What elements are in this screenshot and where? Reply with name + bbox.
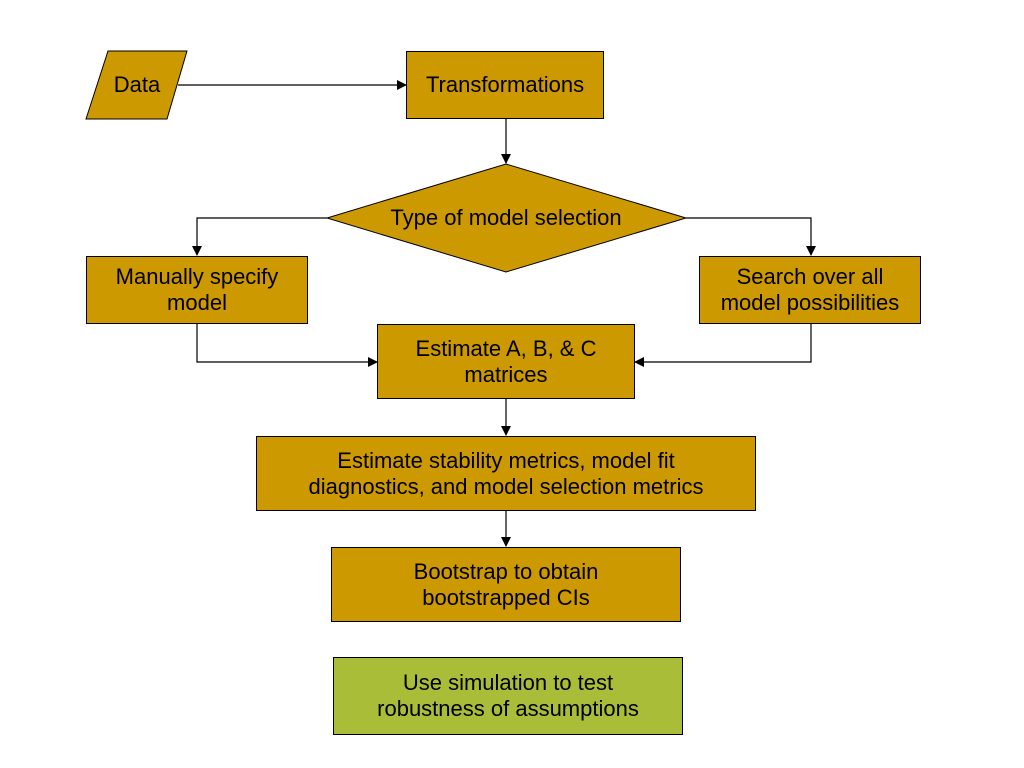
- data-input-shape: [85, 50, 188, 120]
- estimate-matrices-box: Estimate A, B, & C matrices: [377, 324, 635, 399]
- search-all-box: Search over all model possibilities: [699, 256, 921, 324]
- arrow-manual-to-estimate: [196, 324, 378, 367]
- arrow-decision-to-search: [686, 217, 816, 256]
- arrow-search-to-estimate: [634, 324, 812, 367]
- model-selection-decision-shape: [325, 163, 688, 273]
- stability-metrics-box: Estimate stability metrics, model fit di…: [256, 436, 756, 511]
- data-input-label: Data: [113, 72, 161, 97]
- manual-specify-label: Manually specify model: [115, 264, 279, 315]
- bootstrap-label: Bootstrap to obtain bootstrapped CIs: [413, 558, 599, 610]
- estimate-matrices-label: Estimate A, B, & C matrices: [415, 335, 597, 387]
- transformations-box: Transformations: [406, 51, 604, 119]
- simulation-label: Use simulation to test robustness of ass…: [377, 670, 639, 721]
- stability-metrics-label: Estimate stability metrics, model fit di…: [308, 447, 704, 499]
- transformations-label: Transformations: [425, 72, 585, 97]
- manual-specify-box: Manually specify model: [86, 256, 308, 324]
- model-selection-decision-label: Type of model selection: [390, 205, 622, 230]
- simulation-box: Use simulation to test robustness of ass…: [333, 657, 683, 735]
- arrow-decision-to-manual: [192, 217, 327, 256]
- bootstrap-box: Bootstrap to obtain bootstrapped CIs: [331, 547, 681, 622]
- search-all-label: Search over all model possibilities: [720, 264, 900, 315]
